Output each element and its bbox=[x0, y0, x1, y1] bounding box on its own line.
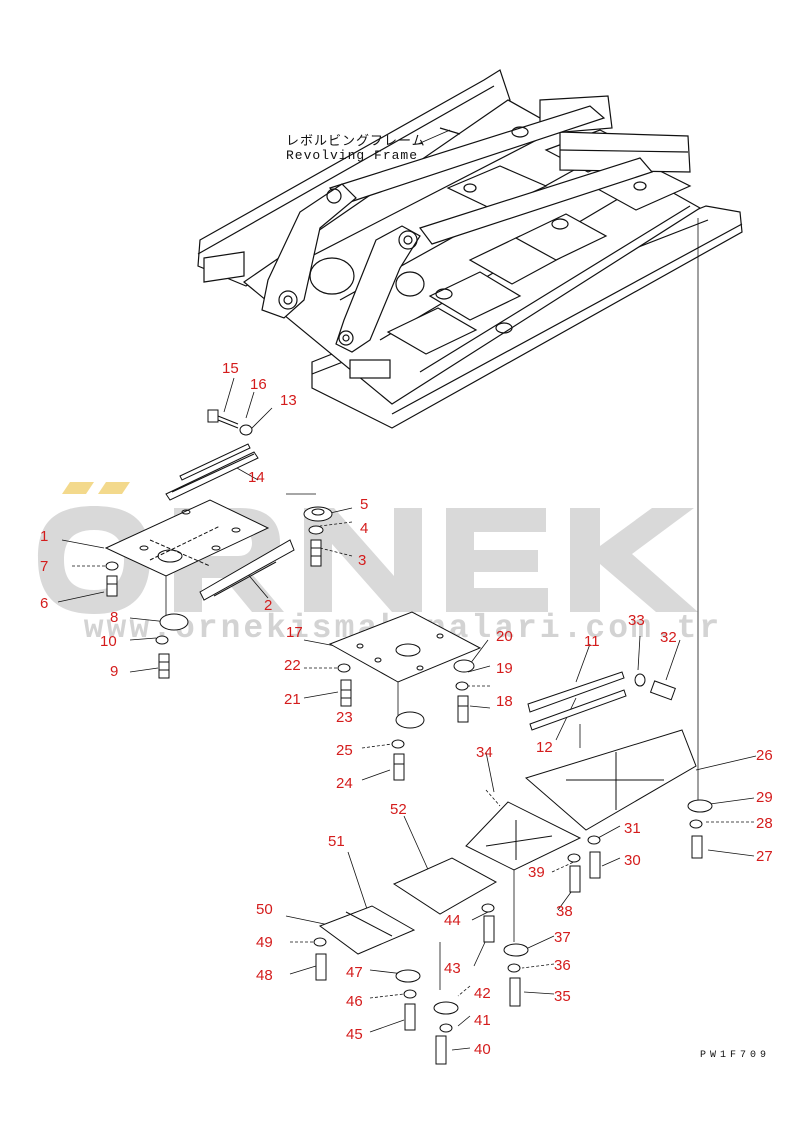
callout-1: 1 bbox=[40, 528, 49, 545]
callout-51: 51 bbox=[328, 833, 345, 850]
callout-9: 9 bbox=[110, 663, 119, 680]
callout-26: 26 bbox=[756, 747, 773, 764]
callout-38: 38 bbox=[556, 903, 573, 920]
callout-33: 33 bbox=[628, 612, 645, 629]
callout-28: 28 bbox=[756, 815, 773, 832]
cover-group-a bbox=[104, 409, 333, 679]
frame-label-jp: レボルビングフレーム bbox=[286, 134, 426, 149]
callout-22: 22 bbox=[284, 657, 301, 674]
callout-4: 4 bbox=[360, 520, 369, 537]
callout-35: 35 bbox=[554, 988, 571, 1005]
callout-46: 46 bbox=[346, 993, 363, 1010]
cover-group-c bbox=[313, 671, 713, 1065]
callout-24: 24 bbox=[336, 775, 353, 792]
callout-12: 12 bbox=[536, 739, 553, 756]
callout-36: 36 bbox=[554, 957, 571, 974]
callout-2: 2 bbox=[264, 597, 273, 614]
callout-17: 17 bbox=[286, 624, 303, 641]
revolving-frame bbox=[197, 69, 743, 429]
callout-8: 8 bbox=[110, 609, 119, 626]
callout-49: 49 bbox=[256, 934, 273, 951]
callout-43: 43 bbox=[444, 960, 461, 977]
callout-47: 47 bbox=[346, 964, 363, 981]
callout-16: 16 bbox=[250, 376, 267, 393]
frame-label-en: Revolving Frame bbox=[286, 148, 419, 163]
callout-42: 42 bbox=[474, 985, 491, 1002]
callout-41: 41 bbox=[474, 1012, 491, 1029]
callout-37: 37 bbox=[554, 929, 571, 946]
callout-15: 15 bbox=[222, 360, 239, 377]
callout-50: 50 bbox=[256, 901, 273, 918]
callout-34: 34 bbox=[476, 744, 493, 761]
callout-10: 10 bbox=[100, 633, 117, 650]
callout-30: 30 bbox=[624, 852, 641, 869]
callout-48: 48 bbox=[256, 967, 273, 984]
callout-29: 29 bbox=[756, 789, 773, 806]
drawing-code: PW1F709 bbox=[700, 1050, 771, 1061]
callout-3: 3 bbox=[358, 552, 367, 569]
callout-20: 20 bbox=[496, 628, 513, 645]
callout-6: 6 bbox=[40, 595, 49, 612]
callout-23: 23 bbox=[336, 709, 353, 726]
callout-7: 7 bbox=[40, 558, 49, 575]
callout-11: 11 bbox=[584, 633, 600, 650]
callout-39: 39 bbox=[528, 864, 545, 881]
callout-14: 14 bbox=[248, 469, 265, 486]
callout-27: 27 bbox=[756, 848, 773, 865]
callout-13: 13 bbox=[280, 392, 297, 409]
cover-group-b bbox=[328, 611, 482, 781]
callout-32: 32 bbox=[660, 629, 677, 646]
callout-45: 45 bbox=[346, 1026, 363, 1043]
callout-52: 52 bbox=[390, 801, 407, 818]
callout-31: 31 bbox=[624, 820, 641, 837]
callout-21: 21 bbox=[284, 691, 301, 708]
callout-5: 5 bbox=[360, 496, 369, 513]
callout-19: 19 bbox=[496, 660, 513, 677]
callout-40: 40 bbox=[474, 1041, 491, 1058]
callout-25: 25 bbox=[336, 742, 353, 759]
callout-18: 18 bbox=[496, 693, 513, 710]
callout-44: 44 bbox=[444, 912, 461, 929]
